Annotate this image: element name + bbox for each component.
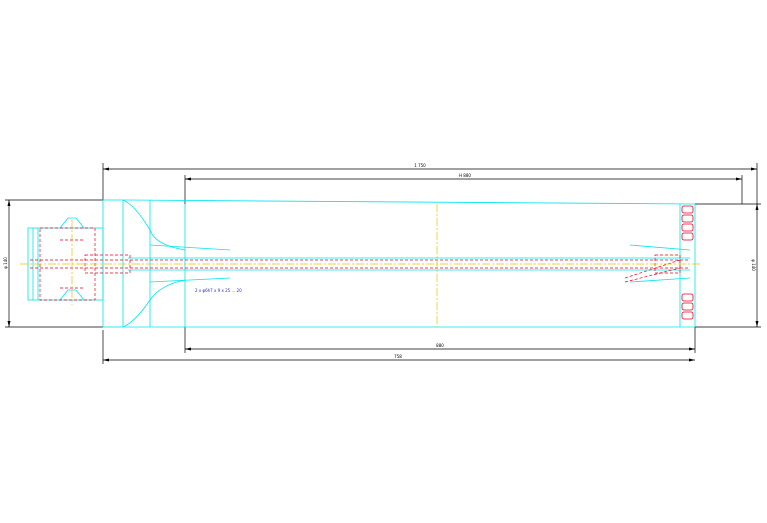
- center-lines: [20, 204, 700, 327]
- dim-inner-length: H 880: [459, 173, 471, 178]
- dim-bottom-total: 758: [394, 354, 402, 359]
- dim-right-diameter: φ 140: [751, 259, 756, 271]
- roller-outline: [27, 199, 696, 328]
- dim-bottom-length: 880: [436, 343, 444, 348]
- dimension-arrows: [7, 167, 759, 362]
- end-teeth: [681, 205, 694, 320]
- dim-left-diameter: φ 140: [3, 257, 8, 269]
- dim-overall-length: 1 750: [414, 163, 426, 168]
- dimension-lines: [5, 163, 761, 364]
- drawing-note: 2 x φ6h7 x 9 x 25 ... 20: [195, 288, 242, 293]
